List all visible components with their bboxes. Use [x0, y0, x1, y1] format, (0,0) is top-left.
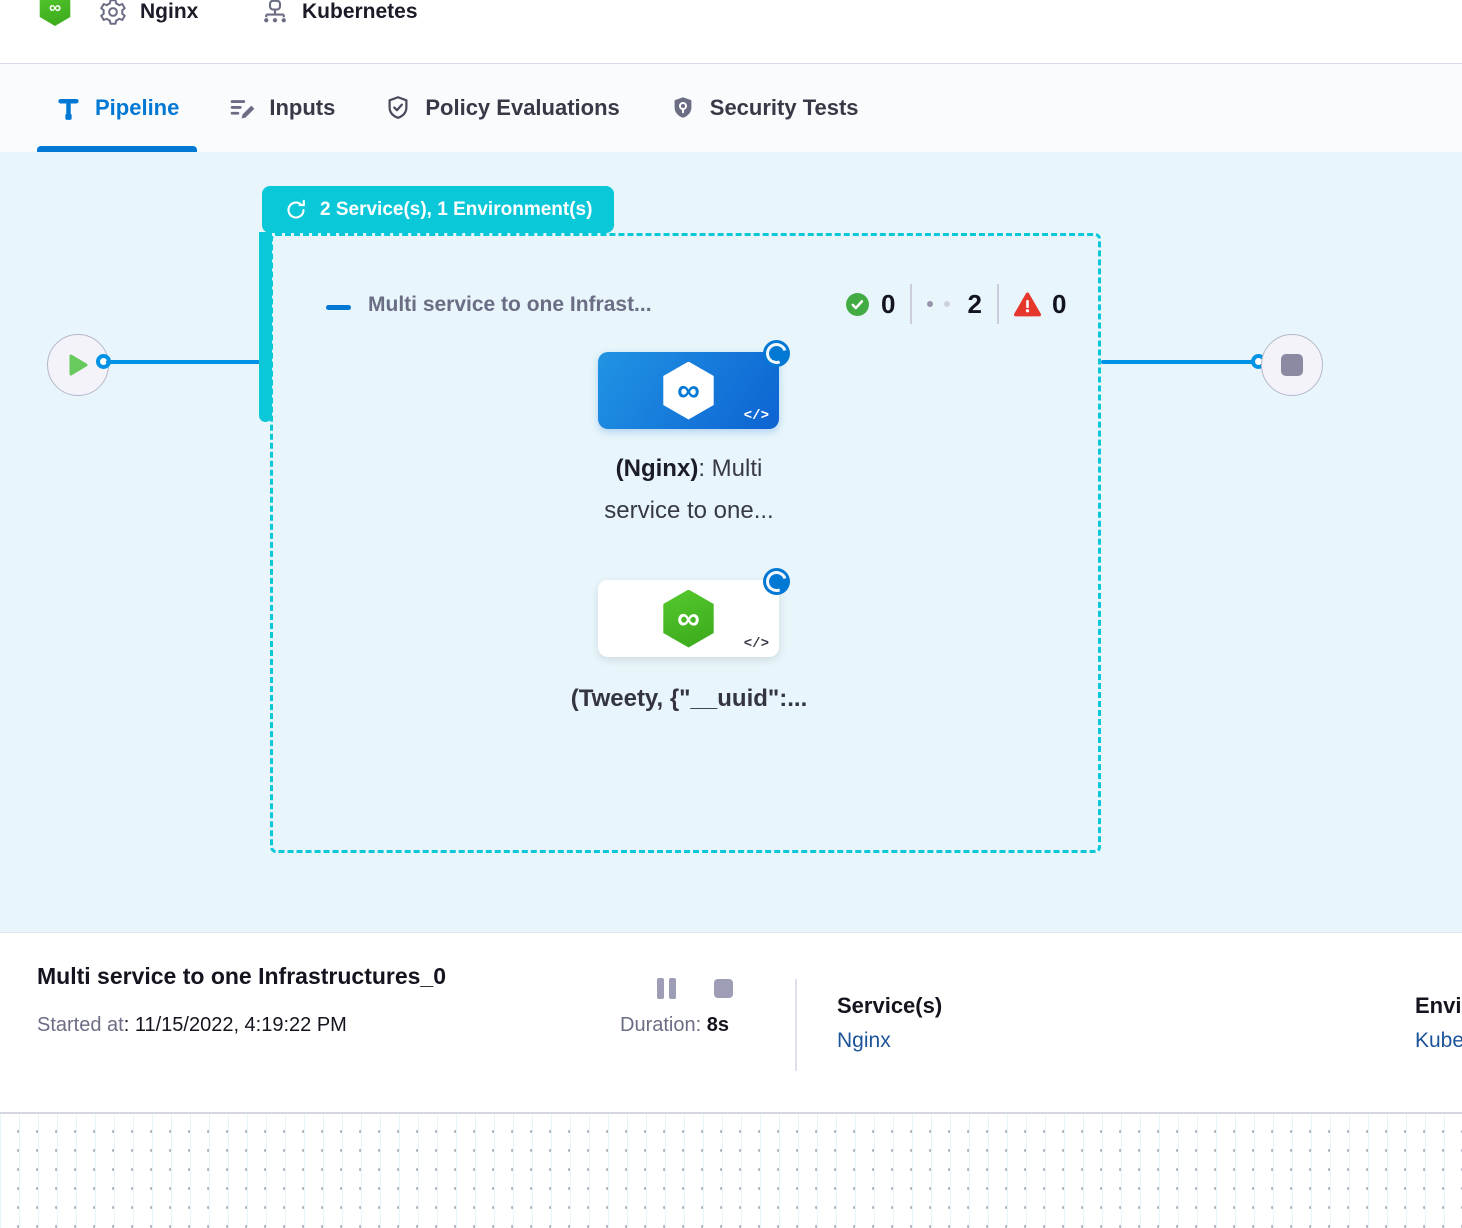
stage-status-cluster: 0 2 0 [845, 284, 1066, 324]
execution-title: Multi service to one Infrastructures_0 [37, 963, 446, 990]
footer-divider [795, 979, 797, 1071]
tab-pipeline[interactable]: Pipeline [37, 64, 197, 152]
gear-icon [98, 0, 128, 27]
kubernetes-cluster-icon [260, 0, 290, 27]
duration-value: 8s [701, 1014, 729, 1036]
status-divider [910, 284, 912, 324]
inputs-icon [228, 94, 256, 122]
play-icon [66, 352, 90, 378]
tab-policy-evaluations-label: Policy Evaluations [425, 95, 619, 121]
environments-label: Environment(s) [1415, 993, 1462, 1019]
loop-icon [284, 198, 308, 222]
edge-stage-to-end [1101, 360, 1259, 364]
service-node-nginx[interactable]: ∞ </> [598, 352, 779, 429]
success-count: 0 [881, 289, 895, 320]
node-label-bold: (Tweety, {"__uuid":... [571, 685, 808, 712]
abort-button[interactable] [714, 979, 733, 998]
shield-scan-icon [669, 94, 697, 122]
status-divider [997, 284, 999, 324]
started-at-value: : 11/15/2022, 4:19:22 PM [124, 1014, 347, 1036]
tab-security-tests[interactable]: Security Tests [651, 64, 877, 152]
harness-service-icon: ∞ [661, 590, 717, 648]
stage-group-badge[interactable]: 2 Service(s), 1 Environment(s) [262, 186, 614, 233]
tab-security-tests-label: Security Tests [710, 95, 859, 121]
duration-label: Duration: [620, 1014, 701, 1036]
services-column: Service(s) Nginx [837, 993, 942, 1053]
header-service-item[interactable]: Nginx [98, 0, 198, 32]
edge-start-to-stage [106, 360, 262, 364]
header-service-label: Nginx [140, 0, 198, 24]
environments-column: Environment(s) Kubernetes [1415, 993, 1462, 1053]
code-icon: </> [744, 408, 769, 424]
failed-count: 0 [1052, 289, 1066, 320]
pipeline-icon [55, 95, 82, 122]
log-grid-background [0, 1112, 1462, 1228]
service-node-tweety[interactable]: ∞ </> [598, 580, 779, 657]
tab-inputs-label: Inputs [269, 95, 335, 121]
duration-row: Duration: 8s [620, 1014, 729, 1037]
tab-policy-evaluations[interactable]: Policy Evaluations [366, 64, 637, 152]
tab-inputs[interactable]: Inputs [210, 64, 353, 152]
stage-title[interactable]: Multi service to one Infrast... [368, 293, 652, 317]
code-icon: </> [744, 636, 769, 652]
tab-pipeline-label: Pipeline [95, 95, 179, 121]
service-node-tweety-label[interactable]: (Tweety, {"__uuid":... [565, 678, 813, 720]
service-node-nginx-label[interactable]: (Nginx): Multi service to one... [575, 448, 803, 532]
environments-link[interactable]: Kubernetes [1415, 1029, 1462, 1053]
header-environment-label: Kubernetes [302, 0, 418, 24]
pending-dots-icon [927, 301, 933, 307]
running-spinner-icon [763, 340, 790, 367]
started-at-label: Started at [37, 1014, 124, 1036]
header-environment-item[interactable]: Kubernetes [260, 0, 418, 32]
execution-tabbar: Pipeline Inputs Policy Evaluations [0, 64, 1462, 152]
stage-group-badge-label: 2 Service(s), 1 Environment(s) [320, 199, 592, 221]
pending-count: 2 [967, 289, 981, 320]
stage-group-container [270, 233, 1101, 853]
stop-icon [1281, 354, 1303, 376]
running-spinner-icon [763, 568, 790, 595]
app-header: ∞ Nginx Kubernetes [0, 0, 1462, 64]
pause-button[interactable] [657, 978, 676, 999]
execution-summary-bar: Multi service to one Infrastructures_0 S… [0, 932, 1462, 1112]
node-label-bold: (Nginx) [616, 455, 699, 482]
harness-service-icon: ∞ [661, 362, 717, 420]
execution-controls [657, 978, 733, 999]
success-check-icon [845, 292, 870, 317]
collapse-stage-icon[interactable] [326, 305, 351, 310]
services-label: Service(s) [837, 993, 942, 1019]
services-link[interactable]: Nginx [837, 1029, 942, 1053]
pending-dots-icon [944, 301, 950, 307]
harness-service-logo-icon: ∞ [38, 0, 72, 26]
started-at-row: Started at: 11/15/2022, 4:19:22 PM [37, 1014, 347, 1037]
pipeline-end-node[interactable] [1261, 334, 1323, 396]
pipeline-canvas: 2 Service(s), 1 Environment(s) Multi ser… [0, 152, 1462, 932]
shield-check-icon [384, 94, 412, 122]
failed-warning-icon [1014, 292, 1041, 317]
